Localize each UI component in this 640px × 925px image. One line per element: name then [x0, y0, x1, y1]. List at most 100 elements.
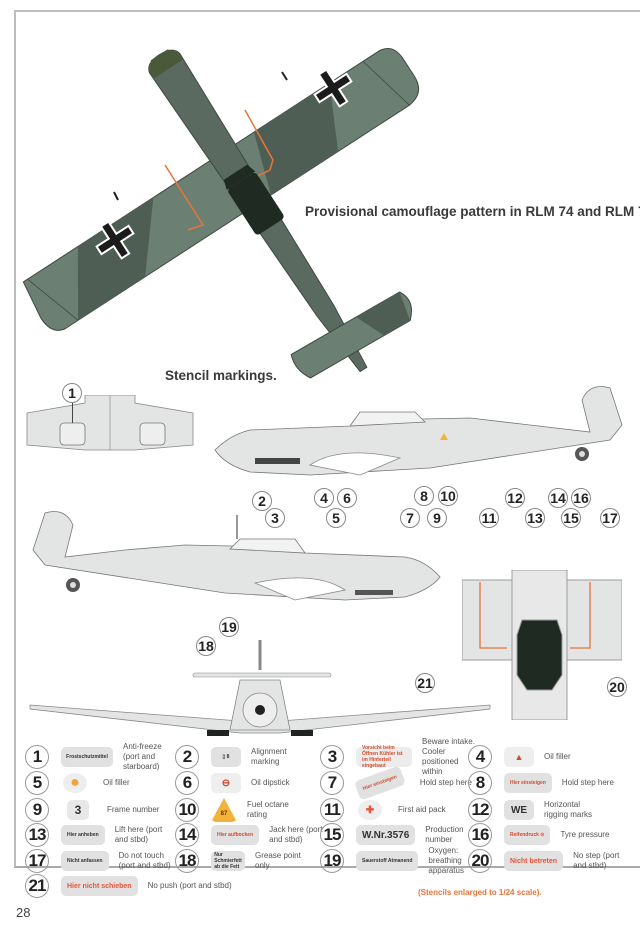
legend-description: Tyre pressure	[560, 830, 610, 839]
legend-number: 20	[468, 849, 492, 873]
legend-item-3: 3 Vorsicht beim Öffnen Kühler ist im Hin…	[320, 737, 477, 776]
legend-number: 16	[468, 823, 492, 847]
legend-description: Beware intake. Cooler positioned within	[422, 737, 475, 776]
legend-number: 5	[25, 771, 49, 795]
legend-description: Fuel octane rating	[247, 800, 289, 819]
stencil-swatch: Hier nicht schieben	[61, 876, 138, 896]
stencil-swatch: Hier aufbocken	[211, 825, 260, 845]
page-number: 28	[16, 905, 31, 920]
stencil-swatch: Frostschutzmittel	[61, 747, 113, 767]
legend-item-5: 5 ● Oil filler	[25, 768, 130, 798]
callout-18: 18	[196, 636, 216, 656]
legend-description: First aid pack	[398, 805, 446, 814]
stencil-swatch: 3	[67, 800, 89, 820]
legend-item-11: 11 ✚ First aid pack	[320, 795, 446, 825]
legend-number: 15	[320, 823, 344, 847]
port-profile	[32, 511, 441, 601]
legend-number: 8	[468, 771, 492, 795]
legend-item-7: 7 Hier einsteigen Hold step here	[320, 765, 472, 801]
legend-number: 7	[320, 771, 344, 795]
legend-description: No step (port and stbd)	[573, 851, 620, 870]
callout-16: 16	[571, 488, 591, 508]
callout-6: 6	[337, 488, 357, 508]
callout-9: 9	[427, 508, 447, 528]
starboard-profile	[214, 386, 623, 476]
oil-filler-icon: ▲	[504, 747, 534, 767]
callout-12: 12	[505, 488, 525, 508]
stencil-swatch: Hier anheben	[61, 825, 105, 845]
legend-item-9: 9 3 Frame number	[25, 795, 159, 825]
balkenkreuz-icon	[313, 68, 353, 108]
callout-14: 14	[548, 488, 568, 508]
stencil-swatch: ▯ 8	[211, 747, 241, 767]
legend-number: 12	[468, 798, 492, 822]
legend-item-4: 4 ▲ Oil filler	[468, 742, 571, 772]
callout-13: 13	[525, 508, 545, 528]
stencil-swatch: Nicht betreten	[504, 851, 564, 871]
stencil-swatch: W.Nr.3576	[356, 825, 416, 845]
callout-4: 4	[314, 488, 334, 508]
legend-number: 18	[175, 849, 199, 873]
callout-19: 19	[219, 617, 239, 637]
legend-item-8: 8 Hier einsteigen Hold step here	[468, 768, 614, 798]
legend-description: Jack here (port and stbd)	[269, 825, 323, 844]
legend-item-18: 18 Nur Schmierfett ab die Fett Grease po…	[175, 846, 310, 876]
legend-item-14: 14 Hier aufbocken Jack here (port and st…	[175, 820, 329, 850]
callout-17: 17	[600, 508, 620, 528]
legend-number: 21	[25, 874, 49, 898]
legend-number: 13	[25, 823, 49, 847]
callout-11: 11	[479, 508, 499, 528]
callout-8: 8	[414, 486, 434, 506]
stencil-heading: Stencil markings.	[165, 368, 277, 383]
legend-description: No push (port and stbd)	[147, 881, 232, 890]
legend-number: 2	[175, 745, 199, 769]
legend-description: Lift here (port and stbd)	[114, 825, 163, 844]
legend-item-17: 17 Nicht anfassen Do not touch (port and…	[25, 846, 179, 876]
scale-note: (Stencils enlarged to 1/24 scale).	[418, 888, 542, 897]
stencil-swatch: Hier einsteigen	[504, 773, 552, 793]
legend-description: Oxygen: breathing apparatus	[428, 846, 464, 875]
callout-3: 3	[265, 508, 285, 528]
callout-5: 5	[326, 508, 346, 528]
legend-number: 9	[25, 798, 49, 822]
legend-item-10: 10 87 Fuel octane rating	[175, 795, 302, 825]
callout-20: 20	[607, 677, 627, 697]
legend-item-13: 13 Hier anheben Lift here (port and stbd…	[25, 820, 175, 850]
first-aid-cross-icon: ✚	[358, 800, 382, 820]
callout-2: 2	[252, 491, 272, 511]
legend-description: Oil filler	[103, 778, 130, 787]
leader-line	[72, 403, 73, 423]
front-view	[29, 640, 491, 736]
legend-number: 1	[25, 745, 49, 769]
legend-number: 19	[320, 849, 344, 873]
legend-number: 10	[175, 798, 199, 822]
legend-description: Oil filler	[544, 752, 571, 761]
legend-item-20: 20 Nicht betreten No step (port and stbd…	[468, 846, 628, 876]
legend-number: 4	[468, 745, 492, 769]
legend-description: Hold step here	[419, 778, 472, 787]
legend-description: Frame number	[107, 805, 160, 814]
legend-item-15: 15 W.Nr.3576 Production number	[320, 820, 475, 850]
callout-1: 1	[62, 383, 82, 403]
oil-dipstick-icon: ⊖	[211, 773, 241, 793]
legend-item-21: 21 Hier nicht schieben No push (port and…	[25, 871, 232, 901]
legend-number: 6	[175, 771, 199, 795]
legend-item-2: 2 ▯ 8 Alignment marking	[175, 742, 311, 772]
legend-description: Alignment marking	[251, 747, 287, 766]
legend-item-6: 6 ⊖ Oil dipstick	[175, 768, 290, 798]
legend-description: Production number	[425, 825, 464, 844]
stencil-swatch: Sauerstoff Atmanend	[356, 851, 419, 871]
legend-item-1: 1 Frostschutzmittel Anti-freeze (port an…	[25, 742, 173, 772]
callout-21: 21	[415, 673, 435, 693]
stencil-swatch: Nicht anfassen	[61, 851, 109, 871]
legend-description: Horizontal rigging marks	[544, 800, 593, 819]
legend-number: 14	[175, 823, 199, 847]
callout-10: 10	[438, 486, 458, 506]
callout-7: 7	[400, 508, 420, 528]
legend-item-16: 16 Reifendruck ⊙ Tyre pressure	[468, 820, 609, 850]
fuel-octane-triangle-icon: 87	[211, 798, 237, 822]
top-view-aircraft	[22, 48, 420, 379]
camouflage-heading: Provisional camouflage pattern in RLM 74…	[305, 204, 640, 219]
stencil-swatch: WE	[504, 800, 534, 820]
radiator-front-view	[26, 395, 194, 451]
